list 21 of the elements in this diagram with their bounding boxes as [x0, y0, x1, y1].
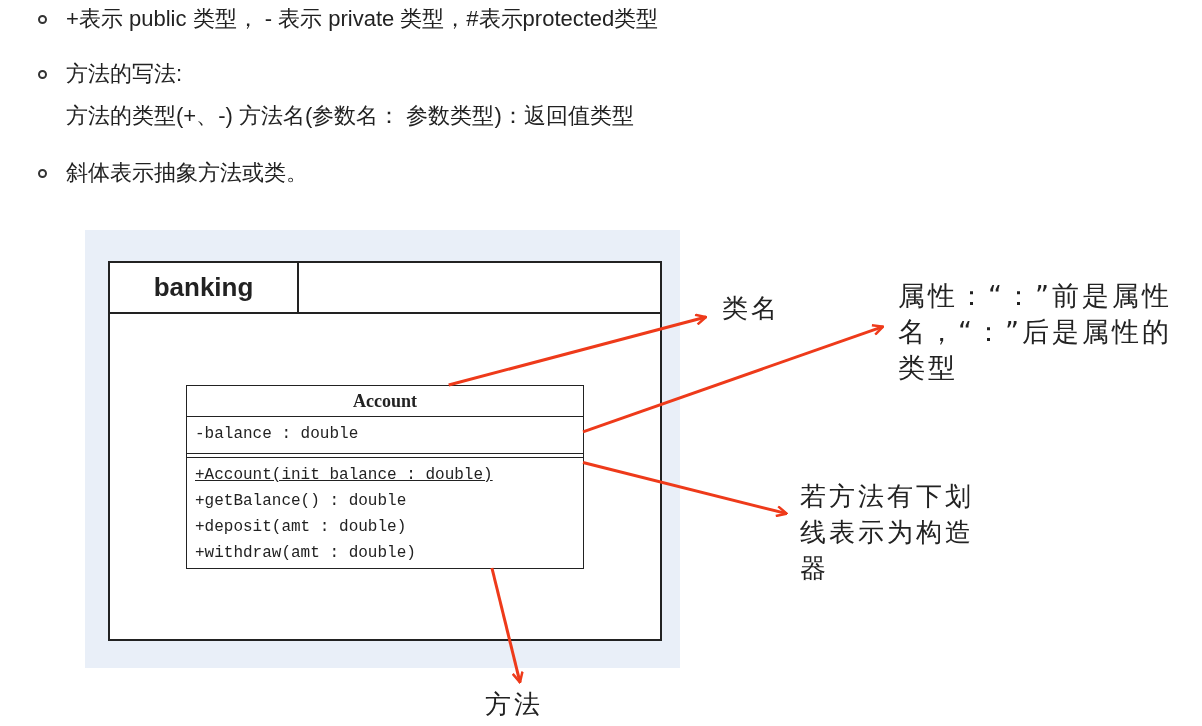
package-frame — [108, 261, 662, 641]
method-text: +withdraw(amt : double) — [195, 543, 417, 564]
annotation-text: 若方法有下划线表示为构造器 — [800, 478, 990, 586]
note-text: 方法的写法: — [66, 60, 183, 88]
note-text: 斜体表示抽象方法或类。 — [66, 159, 308, 187]
arrow — [490, 567, 524, 684]
method-text: +getBalance() : double — [195, 491, 408, 512]
arrow — [582, 461, 788, 518]
arrow — [448, 313, 708, 387]
annotation-text: 类名 — [722, 290, 802, 326]
method-text: +deposit(amt : double) — [195, 517, 408, 538]
note-text: 方法的类型(+、-) 方法名(参数名： 参数类型)：返回值类型 — [66, 102, 634, 130]
arrow — [582, 323, 885, 434]
annotation-text: 方法 — [485, 686, 555, 722]
constructor-text: +Account(init_balance : double) — [195, 465, 494, 486]
class-name: Account — [187, 386, 583, 417]
annotation-text: 属性：“：”前是属性名，“：”后是属性的类型 — [898, 278, 1198, 386]
attribute-text: -balance : double — [195, 424, 360, 445]
class-box — [186, 385, 584, 569]
package-name: banking — [152, 271, 255, 304]
note-text: +表示 public 类型， - 表示 private 类型，#表示protected类型 — [66, 5, 659, 33]
